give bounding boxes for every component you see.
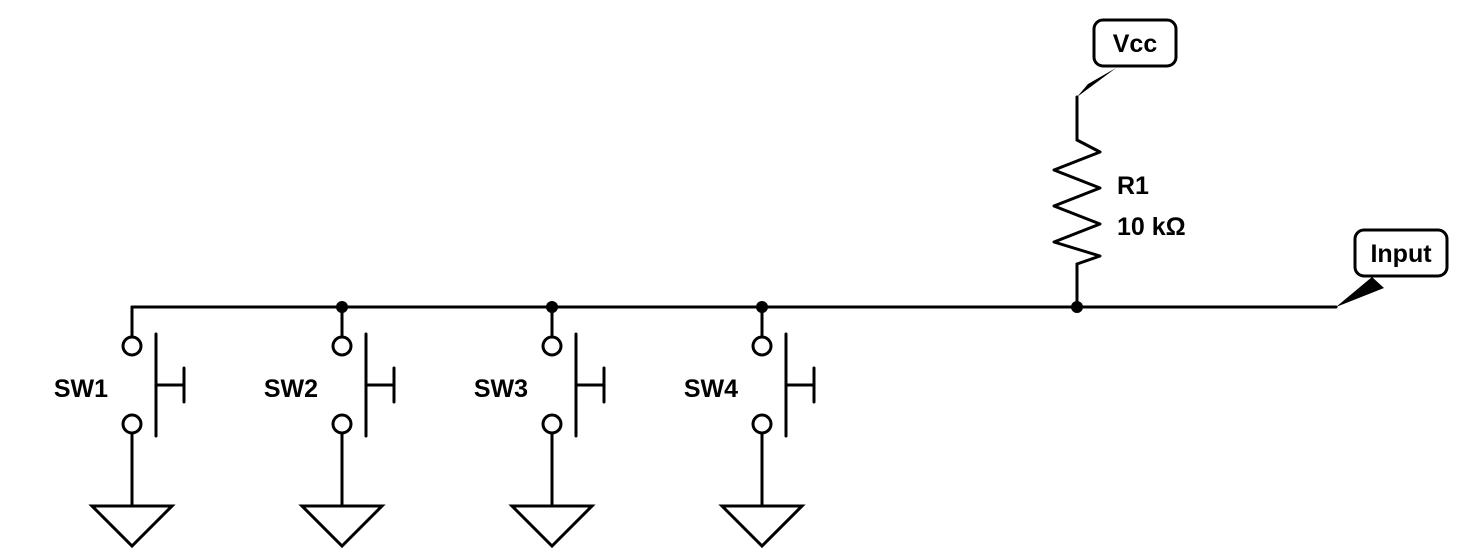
switch-plunger [154, 366, 186, 404]
resistor-name-label: R1 [1117, 172, 1149, 200]
switch-bottom-terminal [541, 413, 563, 435]
switch-label: SW3 [474, 375, 528, 403]
switch-plunger [364, 366, 396, 404]
input-port-box [1353, 228, 1449, 278]
ground-symbol [88, 504, 176, 549]
switch-top-terminal [121, 335, 143, 357]
switch-sw1: SW1 [54, 305, 186, 549]
vcc-port-label: Vcc [1113, 30, 1158, 58]
switch-label: SW1 [54, 375, 108, 403]
switch-sw2: SW2 [264, 305, 396, 549]
switch-plunger [784, 366, 816, 404]
switch-top-terminal [331, 335, 353, 357]
switch-top-terminal [751, 335, 773, 357]
resistor-r1: R1 10 kΩ [1052, 95, 1186, 309]
switch-label: SW4 [684, 375, 738, 403]
switch-label: SW2 [264, 375, 318, 403]
vcc-port-box [1092, 18, 1178, 68]
switch-sw3: SW3 [474, 305, 606, 549]
ground-symbol [508, 504, 596, 549]
switch-bottom-terminal [121, 413, 143, 435]
input-port-tab [1336, 277, 1384, 307]
switch-top-terminal [541, 335, 563, 357]
junction-dot [1071, 301, 1083, 313]
vcc-port: Vcc [1077, 18, 1178, 97]
ground-symbol [298, 504, 386, 549]
vcc-port-tab [1077, 68, 1116, 97]
switch-plunger [574, 366, 606, 404]
switch-sw4: SW4 [684, 305, 816, 549]
resistor-zigzag [1052, 138, 1102, 266]
input-port-label: Input [1370, 240, 1432, 268]
ground-symbol [718, 504, 806, 549]
switch-bottom-terminal [331, 413, 353, 435]
resistor-value-label: 10 kΩ [1117, 213, 1186, 241]
input-port: Input [1336, 228, 1449, 307]
switch-bottom-terminal [751, 413, 773, 435]
